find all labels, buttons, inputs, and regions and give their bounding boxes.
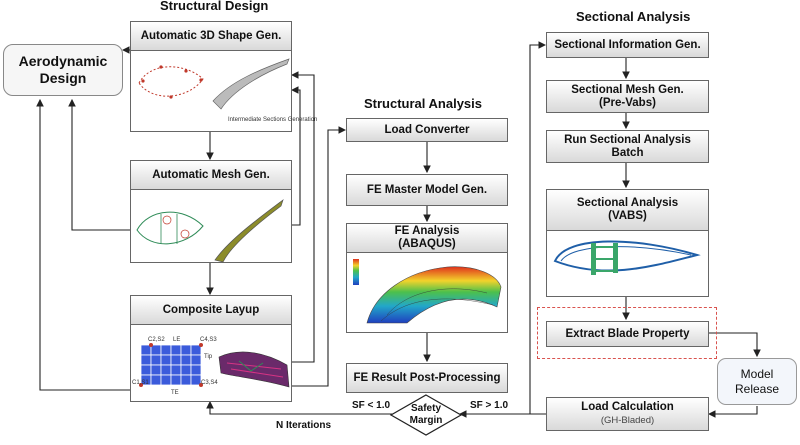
layup-label-le: LE (173, 337, 181, 343)
panel-fe-analysis: FE Analysis (ABAQUS) (346, 223, 508, 333)
run-batch-box: Run Sectional Analysis Batch (546, 130, 709, 163)
panel-3d-shape-title: Automatic 3D Shape Gen. (131, 22, 291, 51)
title-structural-analysis: Structural Analysis (364, 96, 483, 111)
sectional-mesh-box: Sectional Mesh Gen. (Pre-Vabs) (546, 80, 709, 113)
fe-contour-figure (353, 259, 502, 324)
wire-mesh-to-aero (68, 98, 130, 231)
title-sectional-analysis: Sectional Analysis (576, 9, 691, 24)
panel-layup-title: Composite Layup (131, 296, 291, 325)
fe-master-model-box: FE Master Model Gen. (346, 174, 508, 206)
safety-diamond (389, 394, 463, 436)
model-release-box: Model Release (717, 358, 797, 405)
load-converter-box: Load Converter (346, 118, 508, 142)
wire-safety-to-design (206, 400, 393, 415)
layup-label-c4s3: C4,S3 (200, 337, 217, 343)
layup-label-tip: Tip (204, 354, 213, 360)
layup-label-c3s4: C3,S4 (201, 380, 218, 386)
wire-mesh-to-shape (290, 86, 301, 226)
layup-label-c1s1: C1,S1 (132, 380, 149, 386)
wire-layup-to-shape (290, 71, 315, 363)
layup-label-te: TE (171, 390, 179, 396)
panel-mesh-gen: Automatic Mesh Gen. (130, 160, 292, 263)
wire-release-to-loadcalc (707, 406, 758, 418)
sf-low-label: SF < 1.0 (352, 400, 391, 411)
panel-mesh-title: Automatic Mesh Gen. (131, 161, 291, 190)
fe-post-processing-box: FE Result Post-Processing (346, 363, 508, 393)
panel-composite-layup: Composite Layup C2,S2 LE C4,S3 Tip C1,S1… (130, 295, 292, 402)
title-structural-design: Structural Design (160, 0, 269, 13)
mesh-figure (136, 199, 284, 263)
layup-figure (139, 343, 290, 388)
wire-layup-to-loadconv (292, 126, 347, 387)
sectional-info-box: Sectional Information Gen. (546, 32, 709, 58)
aerodynamic-design-box: Aerodynamic Design (3, 44, 123, 96)
layup-label-c2s2: C2,S2 (148, 337, 165, 343)
safety-margin-label: Safety Margin (409, 403, 443, 426)
panel-fe-analysis-title: FE Analysis (ABAQUS) (347, 224, 507, 253)
airfoil-sections-figure (138, 58, 290, 110)
load-calculation-sub: (GH-Bladed) (600, 415, 655, 426)
panel-vabs-title: Sectional Analysis (VABS) (547, 190, 708, 231)
panel-3d-shape-gen: Automatic 3D Shape Gen. Intermediate Sec… (130, 21, 317, 132)
vabs-section-figure (553, 240, 701, 275)
shape-caption: Intermediate Sections Generation (228, 117, 318, 123)
load-calculation-box: Load Calculation (GH-Bladed) (546, 397, 709, 431)
extract-highlight-frame (537, 307, 717, 359)
panel-vabs: Sectional Analysis (VABS) (546, 189, 709, 297)
load-calculation-title: Load Calculation (581, 401, 674, 413)
sf-high-label: SF > 1.0 (470, 400, 509, 411)
wire-layup-to-aero (36, 98, 130, 391)
wire-extract-to-release (709, 332, 761, 358)
extract-blade-property-box: Extract Blade Property (546, 321, 709, 347)
iterations-label: N Iterations (276, 420, 332, 431)
